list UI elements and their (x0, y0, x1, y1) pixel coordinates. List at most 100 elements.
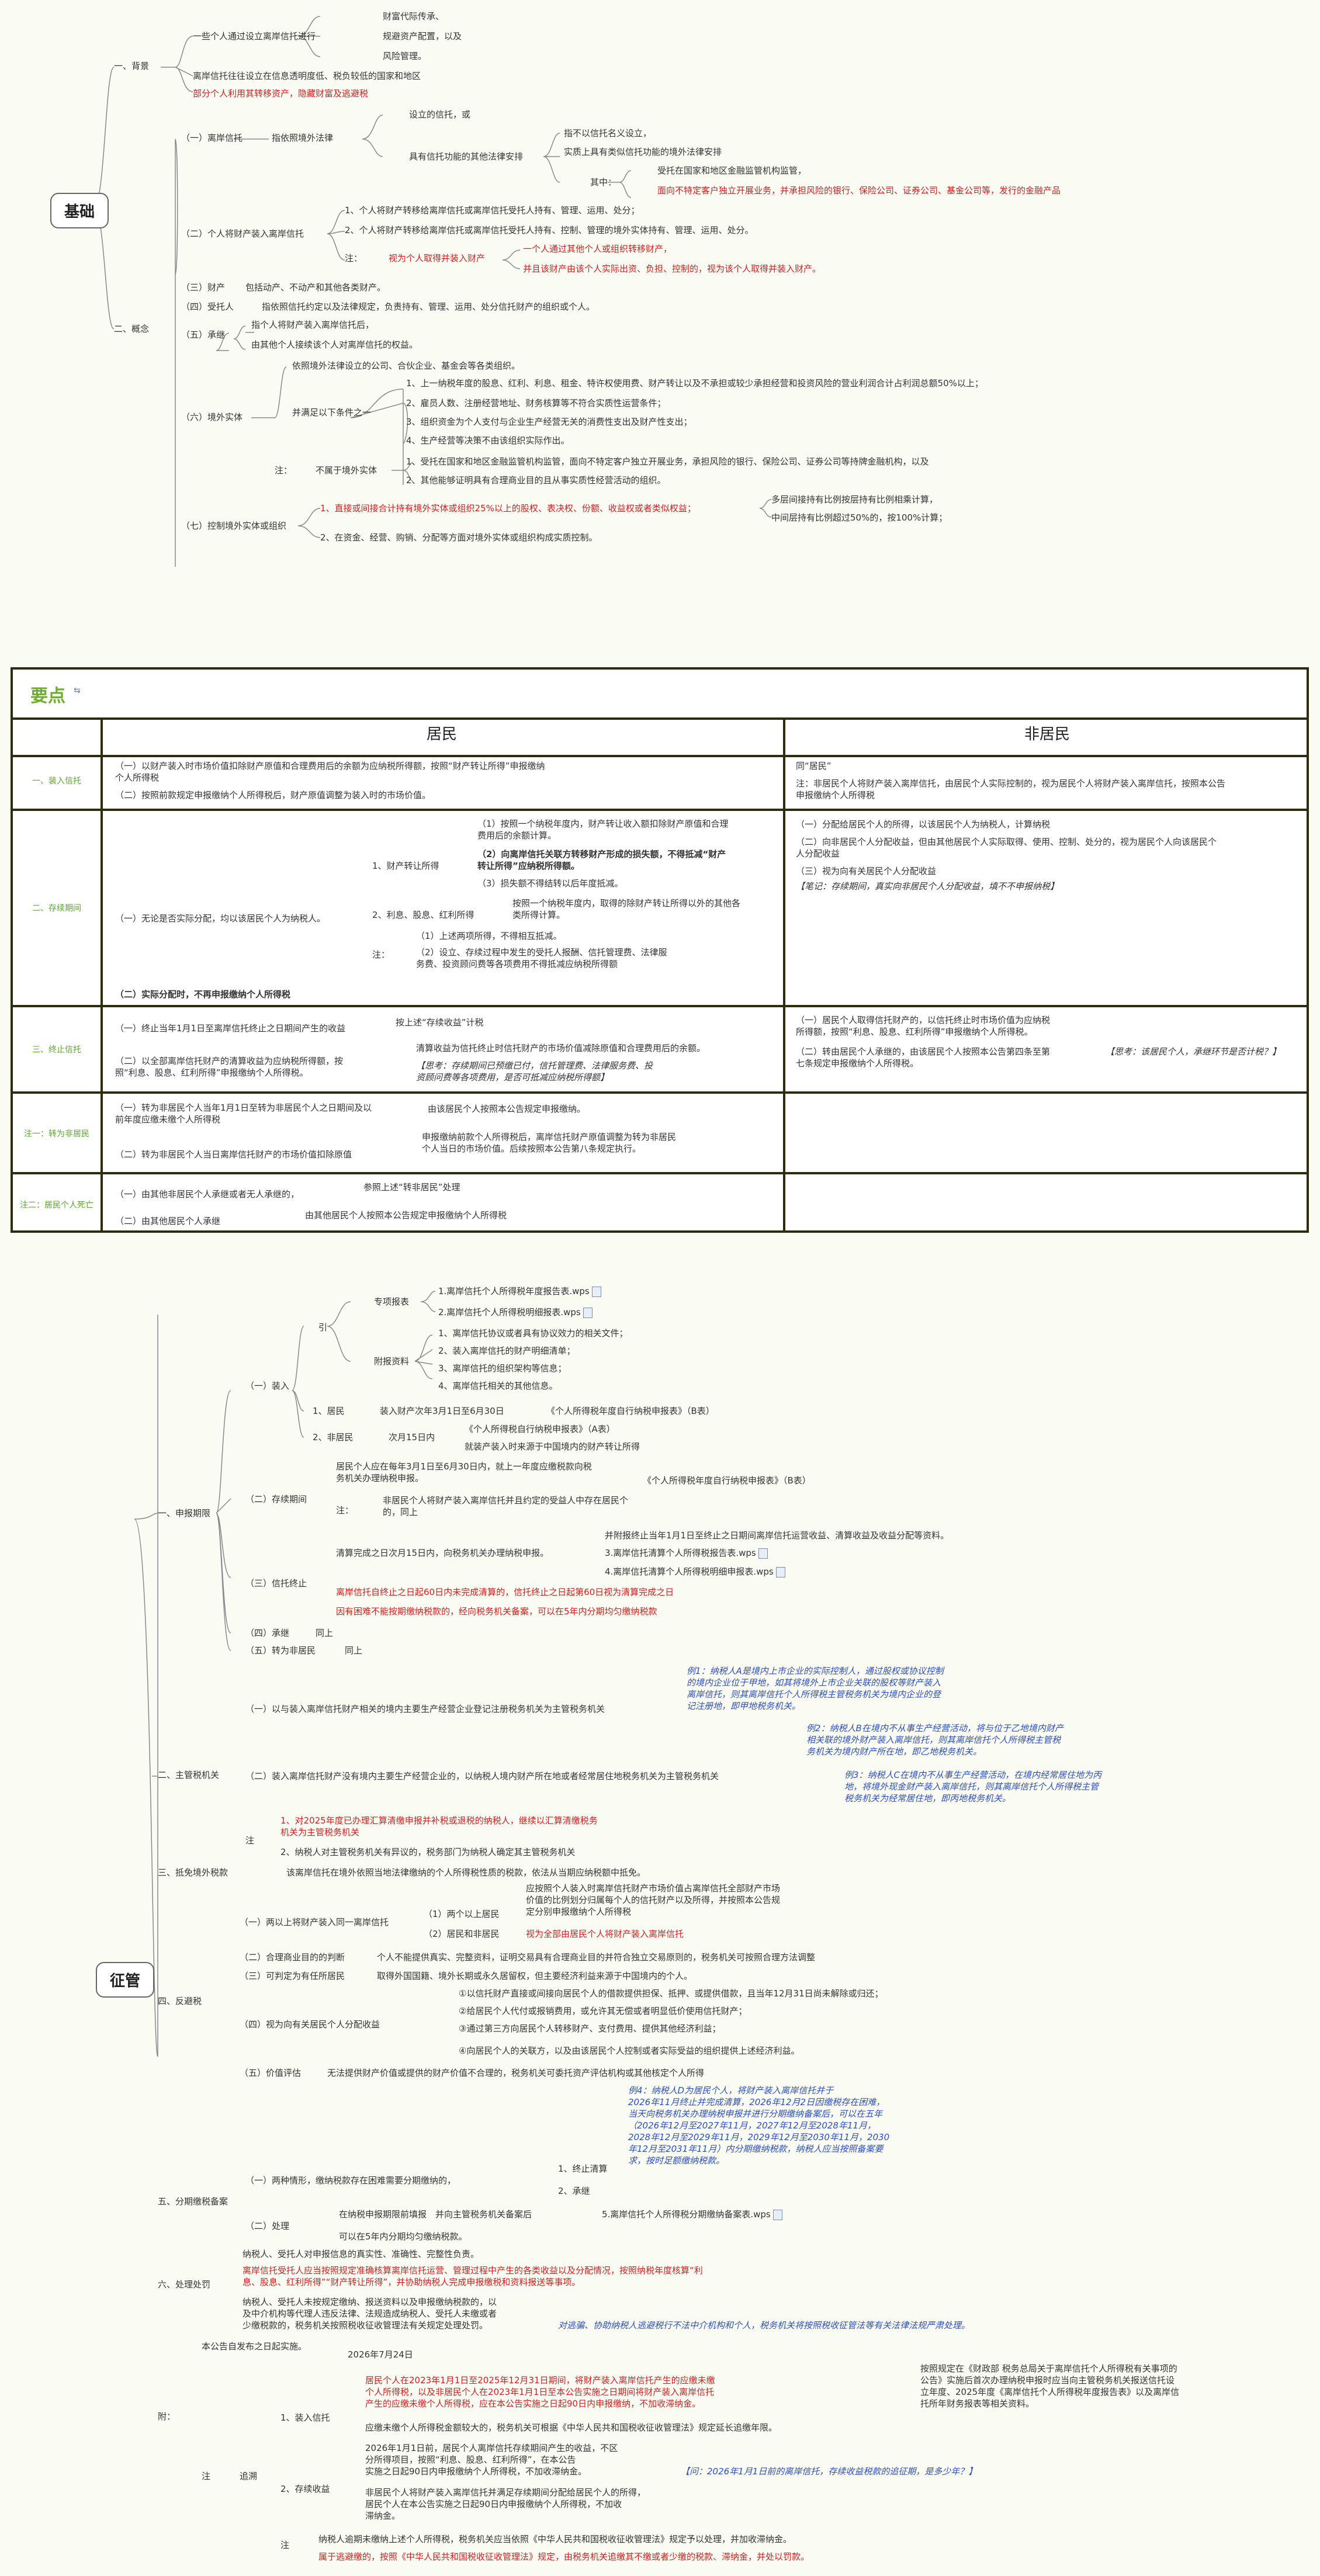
node-transfer-note-2[interactable]: 并且该财产由该个人实际出资、负担、控制的，视为该个人取得并装入财产。 (523, 264, 822, 274)
node-offshore-trust-law[interactable]: 指依照境外法律 (272, 133, 334, 143)
node-app-z1[interactable]: 纳税人逾期未缴纳上述个人所得税，税务机关应当依照《中华人民共和国税收征收管理法》… (318, 2534, 792, 2544)
node-aa-b1[interactable]: 个人不能提供真实、完整资料，证明交易具有合理商业目的并符合独立交易原则的，税务机… (377, 1952, 816, 1963)
node-succession-2[interactable]: 由其他个人接续该个人对离岸信托的权益。 (251, 339, 418, 350)
node-installment[interactable]: 五、分期缴税备案 (158, 2196, 228, 2207)
node-fe-note-1[interactable]: 1、受托在国家和地区金融监管机构监管，面向不特定客户独立开展业务，承担风险的银行… (406, 456, 929, 467)
node-auth-ex3[interactable]: 例3：纳税人C在境内不从事生产经营活动，在境内经常居住地为丙 (844, 1770, 1102, 1780)
node-pen-b[interactable]: 离岸信托受托人应当按照规定准确核算离岸信托运营、管理过程中产生的各类收益以及分配… (242, 2265, 703, 2276)
node-auth-ex1[interactable]: 例1：纳税人A是境内上市企业的实际控制人，通过股权或协议控制 (687, 1666, 944, 1676)
node-nonresident[interactable]: 2、非居民 (313, 1432, 354, 1443)
node-auth-ex1-3[interactable]: 离岸信托，则其离岸信托个人所得税主管税务机关为境内企业的登 (687, 1689, 941, 1700)
node-app-z2[interactable]: 属于逃避缴的，按照《中华人民共和国税收征收管理法》规定，由税务机关追缴其不缴或者… (318, 2551, 810, 2562)
node-aa-e1[interactable]: 无法提供财产价值或提供的财产价值不合理的，税务机关可委托资产评估机构或其他核定个… (327, 2068, 705, 2078)
node-auth-b[interactable]: （二）装入离岸信托财产没有境内主要生产经营企业的，以纳税人境内财产所在地或者经常… (245, 1771, 719, 1781)
node-ot-1[interactable]: 设立的信托，或 (409, 109, 471, 120)
node-term-3[interactable]: 因有困难不能按期缴纳税款的，经向税务机关备案，可以在5年内分期均匀缴纳税款 (336, 1606, 657, 1617)
node-inst-b1[interactable]: 在纳税申报期限前填报 (339, 2209, 427, 2220)
node-app-c2[interactable]: 分所得项目，按照“利息、股息、红利所得”，在本公告 (365, 2454, 576, 2465)
node-fe-1[interactable]: 1、上一纳税年度的股息、红利、利息、租金、特许权使用费、财产转让以及不承担或较少… (406, 378, 983, 389)
node-fe-0[interactable]: 依照境外法律设立的公司、合伙企业、基金会等各类组织。 (292, 360, 521, 371)
node-bg-b[interactable]: 规避资产配置，以及 (383, 31, 462, 41)
node-fe-cond[interactable]: 并满足以下条件之一 (292, 407, 372, 418)
node-inst-b2[interactable]: 可以在5年内分期均匀缴纳税款。 (339, 2231, 467, 2242)
node-app-b4[interactable]: 应缴未缴个人所得税金额较大的，税务机关可根据《中华人民共和国税收征收管理法》规定… (365, 2422, 778, 2433)
root-node-basics[interactable]: 基础 (50, 193, 109, 228)
node-auth-note-2[interactable]: 2、纳税人对主管税务机关有异议的，税务部门为纳税人确定其主管税务机关 (280, 1847, 576, 1857)
node-pen-note[interactable]: 对逃骗、协助纳税人逃避税行不法中介机构和个人，税务机关将按照税收征管法等有关法律… (558, 2320, 971, 2331)
node-term-2[interactable]: 离岸信托自终止之日起60日内未完成清算的，信托终止之日起第60日视为清算完成之日 (336, 1587, 674, 1597)
node-transfer[interactable]: （二）个人将财产装入离岸信托 (181, 228, 304, 239)
node-aa-ex4-2[interactable]: 2026年11月终止并完成清算，2026年12月2日因缴税存在困难， (628, 2097, 885, 2107)
node-deadline[interactable]: 一、申报期限 (158, 1508, 211, 1518)
node-auth-ex3-2[interactable]: 地，将境外现金财产装入离岸信托，则其离岸信托个人所得税主管 (844, 1781, 1099, 1792)
node-tax-credit[interactable]: 三、抵免境外税款 (158, 1867, 228, 1878)
node-termination[interactable]: （三）信托终止 (245, 1578, 307, 1589)
node-ot-x3[interactable]: 其中： (590, 177, 617, 188)
node-resident[interactable]: 1、居民 (313, 1406, 345, 1416)
node-aa-ex4-6[interactable]: 年12月至2031年11月）内分期缴纳税款，纳税人应当按照备案要 (628, 2144, 884, 2154)
node-term-1[interactable]: 清算完成之日次月15日内，向税务机关办理纳税申报。 (336, 1548, 549, 1558)
node-tax-credit-text[interactable]: 该离岸信托在境外依照当地法律缴纳的个人所得税性质的税款，依法从当期应纳税额中抵免… (286, 1867, 646, 1878)
node-aa-ex4-3[interactable]: 当天向税务机关办理纳税申报并进行分期缴纳备案后，可以在五年 (628, 2109, 883, 2119)
node-ex-1[interactable]: 居民个人应在每年3月1日至6月30日内，就上一年度应缴税款向税 (336, 1461, 592, 1472)
node-existence[interactable]: （二）存续期间 (245, 1494, 307, 1504)
node-transfer-note-1[interactable]: 一个人通过其他个人或组织转移财产， (523, 244, 673, 254)
node-app-a[interactable]: 本公告自发布之日起实施。 (202, 2341, 307, 2352)
node-concept[interactable]: 二、概念 (114, 324, 150, 334)
node-ref[interactable]: 引 (318, 1322, 328, 1333)
node-ot-x1[interactable]: 指不以信托名义设立， (564, 128, 652, 138)
node-inst-b[interactable]: （二）处理 (245, 2221, 290, 2231)
node-aa-a1[interactable]: （1）两个以上居民 (424, 1909, 500, 1919)
node-foreign-entity[interactable]: （六）境外实体 (181, 412, 243, 422)
node-aa-c[interactable]: （三）可判定为有任所居民 (240, 1971, 345, 1981)
node-att-4[interactable]: 4、离岸信托相关的其他信息。 (438, 1381, 558, 1391)
node-auth-ex2-2[interactable]: 相关联的境外财产装入离岸信托，则其离岸信托个人所得税主管税 (806, 1735, 1061, 1745)
node-anti-avoidance[interactable]: 四、反避税 (158, 1996, 202, 2006)
node-resident-time[interactable]: 装入财产次年3月1日至6月30日 (380, 1406, 504, 1416)
node-fe-2[interactable]: 2、雇员人数、注册经营地址、财务核算等不符合实质性运营条件； (406, 398, 666, 408)
node-control-2[interactable]: 2、在资金、经营、购销、分配等方面对境外实体或组织构成实质控制。 (320, 532, 598, 543)
link-icon[interactable]: ⇆ (74, 686, 81, 695)
node-ex-form[interactable]: 《个人所得税年度自行纳税申报表》（B表） (643, 1475, 811, 1486)
node-app-b2[interactable]: 个人所得税，以及非居民个人在2023年1月1日至本公告实施之日期间将财产装入离岸… (365, 2387, 715, 2397)
node-fe-note-label[interactable]: 不属于境外实体 (316, 465, 377, 476)
node-special-forms[interactable]: 专项报表 (374, 1296, 410, 1307)
node-transfer-note[interactable]: 注： (345, 253, 363, 264)
node-app-c6[interactable]: 滞纳金。 (365, 2511, 401, 2521)
node-inst-a2[interactable]: 2、承继 (558, 2186, 590, 2196)
node-property-def[interactable]: 包括动产、不动产和其他各类财产。 (245, 282, 386, 293)
node-app-b3[interactable]: 产生的应缴未缴个人所得税，应在本公告实施之日起90日内申报缴纳，不加收滞纳金。 (365, 2398, 701, 2409)
node-aa-e[interactable]: （五）价值评估 (240, 2068, 302, 2078)
node-transfer-note-label[interactable]: 视为个人取得并装入财产 (389, 253, 486, 264)
node-aa-d4[interactable]: ④向居民个人的关联方，以及由该居民个人控制或者实际受益的组织提供上述经济利益。 (459, 2045, 800, 2056)
node-aa-a[interactable]: （一）两以上将财产装入同一离岸信托 (240, 1917, 389, 1927)
node-ot-2[interactable]: 具有信托功能的其他法律安排 (409, 151, 524, 162)
node-auth-note-1[interactable]: 1、对2025年度已办理汇算清缴申报并补税或退税的纳税人，继续以汇算清缴税务 (280, 1815, 598, 1826)
node-aa-d1[interactable]: ①以信托财产直接或间接向居民个人的借款提供担保、抵押、或提供借款，且当年12月3… (459, 1988, 884, 1999)
node-att-1[interactable]: 1、离岸信托协议或者具有协议效力的相关文件； (438, 1328, 628, 1339)
node-ot-x3a[interactable]: 受托在国家和地区金融监管机构监管， (657, 165, 807, 176)
node-trustee-def[interactable]: 指依照信托约定以及法律规定，负责持有、管理、运用、处分信托财产的组织或个人。 (262, 301, 595, 312)
node-auth-note-1b[interactable]: 机关为主管税务机关 (280, 1827, 360, 1837)
node-app-b1[interactable]: 居民个人在2023年1月1日至2025年12月31日期间，将财产装入离岸信托产生… (365, 2375, 715, 2386)
node-fe-note-2[interactable]: 2、其他能够证明具有合理商业目的且从事实质性经营活动的组织。 (406, 475, 666, 486)
node-ot-x3b[interactable]: 面向不特定客户独立开展业务，并承担风险的银行、保险公司、证券公司、基金公司等，发… (657, 185, 1061, 196)
node-pen-b2[interactable]: 息、股息、红利所得”“财产转让所得”，并协助纳税人完成申报缴税和资料报送等事项。 (242, 2277, 581, 2287)
node-control[interactable]: （七）控制境外实体或组织 (181, 521, 287, 531)
node-pen-c3[interactable]: 少缴税款的，税务机关按照税收征收管理法有关规定处理处罚。 (242, 2320, 488, 2331)
node-appendix[interactable]: 附： (158, 2411, 176, 2422)
node-aa-a0[interactable]: 应按照个人装入时离岸信托财产市场价值占离岸信托全部财产市场 (526, 1883, 781, 1894)
node-aa-a2r[interactable]: 视为全部由居民个人将财产装入离岸信托 (526, 1929, 684, 1939)
node-bg-a[interactable]: 财富代际传承、 (383, 11, 445, 22)
root-node-administration[interactable]: 征管 (96, 1962, 155, 1998)
node-to-nonresident-same[interactable]: 同上 (345, 1645, 363, 1656)
node-nonresident-note[interactable]: 就装产装入时来源于中国境内的财产转让所得 (465, 1441, 640, 1452)
node-auth-a[interactable]: （一）以与装入离岸信托财产相关的境内主要生产经营企业登记注册税务机关为主管税务机… (245, 1704, 605, 1714)
node-att-2[interactable]: 2、装入离岸信托的财产明细清单； (438, 1346, 576, 1356)
node-fe-3[interactable]: 3、组织资金为个人支付与企业生产经营无关的消费性支出及财产性支出； (406, 417, 692, 427)
node-aa-a2[interactable]: （2）居民和非居民 (424, 1929, 500, 1939)
node-bg-intro[interactable]: 一些个人通过设立离岸信托进行 (193, 31, 316, 41)
node-aa-ex4-5[interactable]: 2028年12月至2029年11月，2029年12月至2030年11月，2030 (628, 2132, 890, 2142)
file-detail-report[interactable]: 2.离岸信托个人所得税明细报表.wps (438, 1306, 593, 1318)
node-resident-form[interactable]: 《个人所得税年度自行纳税申报表》（B表） (546, 1406, 715, 1416)
